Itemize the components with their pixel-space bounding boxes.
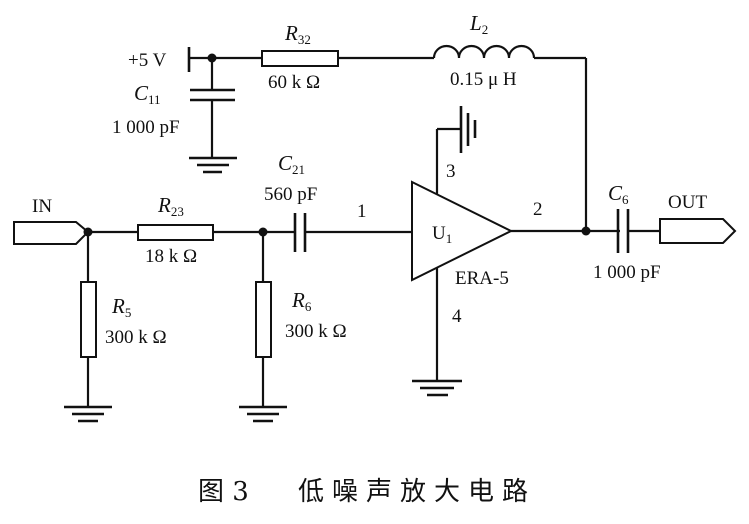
r23-designator: R23	[157, 193, 184, 219]
c6-designator: C6	[608, 181, 629, 207]
r5-designator: R5	[111, 294, 131, 320]
input-port	[13, 221, 90, 245]
c11-value: 1 000 pF	[112, 117, 180, 138]
r6-value: 300 k Ω	[285, 321, 347, 342]
r23-value: 18 k Ω	[145, 246, 197, 267]
l2-value: 0.15 μ H	[450, 69, 517, 90]
r6-designator: R6	[291, 288, 312, 314]
ground-icon	[239, 405, 287, 423]
resistor-r5	[80, 281, 97, 358]
pin-4-label: 4	[452, 306, 462, 327]
inductor-l2	[432, 44, 536, 59]
resistor-r6	[255, 281, 272, 358]
pin-1-label: 1	[357, 201, 367, 222]
amplifier-u1	[411, 180, 514, 282]
ground-icon	[459, 106, 477, 153]
output-label: OUT	[668, 192, 707, 213]
figure-number: 图 3	[198, 477, 249, 507]
c11-designator: C11	[134, 81, 161, 107]
c6-value: 1 000 pF	[593, 262, 661, 283]
output-port	[659, 218, 737, 244]
r32-designator: R32	[284, 21, 311, 47]
u1-designator: U1	[432, 223, 452, 246]
resistor-r23	[137, 224, 214, 241]
l2-designator: L2	[469, 11, 488, 37]
c21-designator: C21	[278, 151, 305, 177]
pin-3-label: 3	[446, 161, 456, 182]
r32-value: 60 k Ω	[268, 72, 320, 93]
r5-value: 300 k Ω	[105, 327, 167, 348]
ground-icon	[64, 405, 112, 423]
u1-part-number: ERA-5	[455, 268, 509, 289]
pin-2-label: 2	[533, 199, 543, 220]
ground-icon	[189, 156, 237, 174]
junction-out	[581, 226, 591, 236]
resistor-r32	[261, 50, 339, 67]
supply-label: +5 V	[128, 50, 167, 71]
c21-value: 560 pF	[264, 184, 317, 205]
ground-icon	[412, 379, 462, 397]
input-label: IN	[32, 196, 52, 217]
figure-title: 低噪声放大电路	[298, 477, 536, 507]
